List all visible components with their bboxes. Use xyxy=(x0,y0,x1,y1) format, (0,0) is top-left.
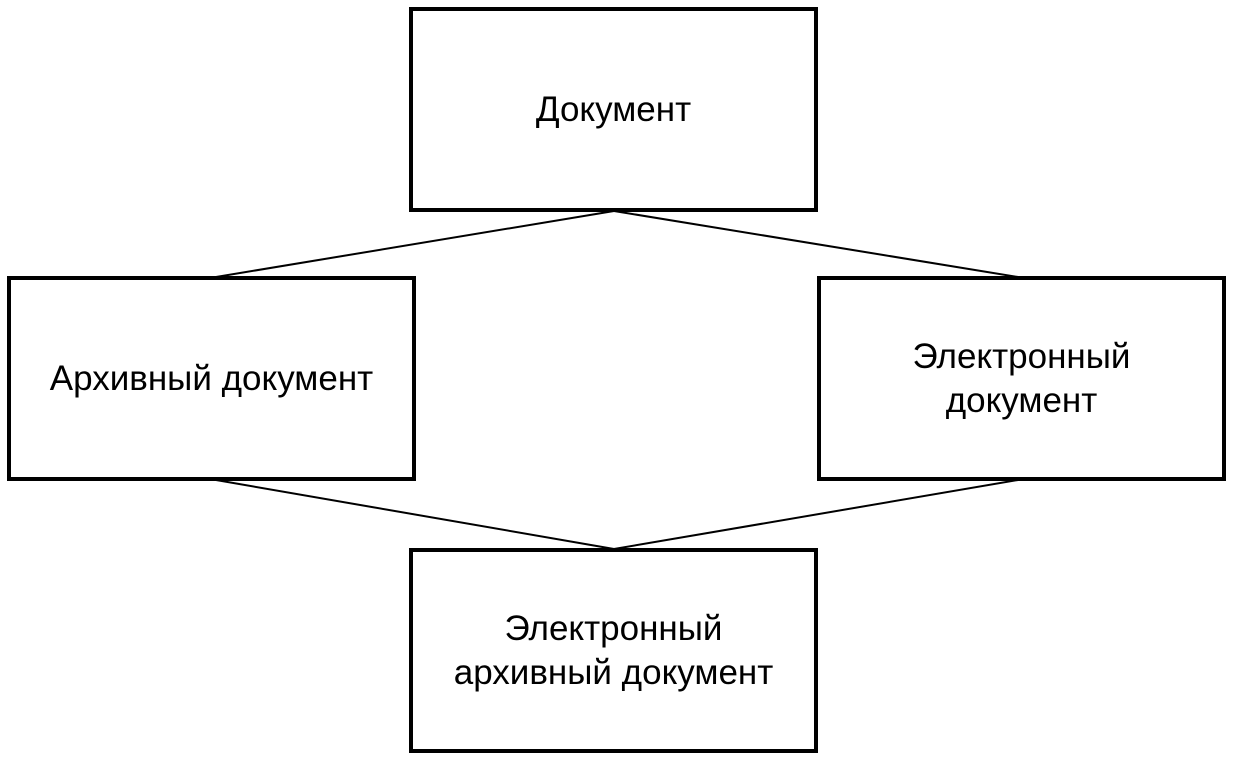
node-electronic-document: Электронный документ xyxy=(817,276,1226,481)
node-electronic-document-line-2: документ xyxy=(945,380,1098,420)
edge-electronic-to-electronic-archival xyxy=(613,479,1019,550)
edge-document-to-electronic xyxy=(613,210,1019,278)
node-electronic-archival-document-line-1: Электронный xyxy=(504,608,723,648)
node-archival-document-label: Архивный документ xyxy=(50,357,373,401)
node-electronic-document-label: Электронный документ xyxy=(913,335,1131,423)
node-electronic-archival-document-label: Электронный архивный документ xyxy=(454,607,774,695)
node-electronic-document-line-1: Электронный xyxy=(912,336,1131,376)
node-archival-document: Архивный документ xyxy=(7,276,416,481)
node-archival-document-line-1: Архивный документ xyxy=(49,358,374,398)
edge-document-to-archival xyxy=(215,210,615,278)
node-document-line-1: Документ xyxy=(535,89,692,129)
node-document: Документ xyxy=(409,7,818,212)
node-electronic-archival-document: Электронный архивный документ xyxy=(409,548,818,753)
edge-archival-to-electronic-archival xyxy=(215,479,615,550)
node-electronic-archival-document-line-2: архивный документ xyxy=(453,652,774,692)
node-document-label: Документ xyxy=(536,88,691,132)
